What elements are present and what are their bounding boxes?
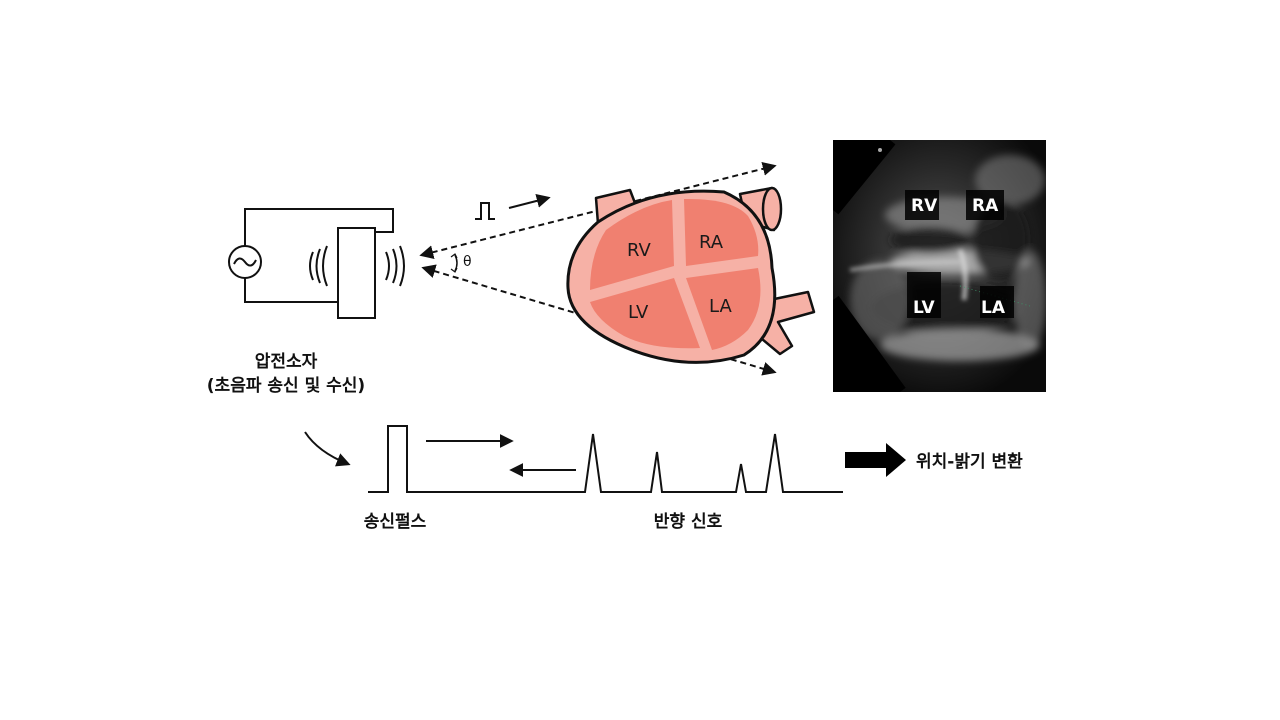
heart-illustration: RV RA LV LA: [568, 188, 814, 362]
angle-theta: θ: [463, 254, 472, 270]
transmit-pulse-label: 송신펄스: [364, 512, 427, 532]
pulse-direction-arrow: [509, 198, 548, 208]
curved-arrow-icon: [305, 432, 348, 464]
conversion-label: 위치-밝기 변환: [916, 452, 1023, 472]
wave-arc-icon: [386, 252, 389, 280]
circuit-wire-bottom: [245, 278, 338, 302]
heart-label-la: LA: [709, 296, 732, 317]
heart-label-lv: LV: [628, 302, 649, 323]
piezo-element-icon: [338, 228, 375, 318]
wave-arc-icon: [310, 252, 313, 280]
pulse-icon: [475, 203, 495, 219]
us-label-ra: RA: [972, 196, 999, 216]
transducer-subtitle: (초음파 송신 및 수신): [207, 376, 365, 396]
signal-trace: [305, 426, 843, 492]
heart-label-ra: RA: [699, 232, 724, 253]
block-arrow-icon: [845, 443, 906, 477]
transducer-circuit: [229, 209, 404, 318]
us-label-la: LA: [981, 298, 1006, 318]
pulse-echo-waveform: [368, 426, 843, 492]
heart-label-rv: RV: [627, 240, 652, 261]
angle-indicator: θ: [451, 254, 472, 272]
echocardiogram-image: RV RA LV LA: [833, 140, 1046, 392]
transducer-title: 압전소자: [255, 351, 318, 372]
traveling-pulse: [475, 198, 548, 219]
us-label-lv: LV: [913, 298, 935, 318]
us-label-rv: RV: [911, 196, 938, 216]
echo-signal-label: 반향 신호: [654, 511, 723, 532]
